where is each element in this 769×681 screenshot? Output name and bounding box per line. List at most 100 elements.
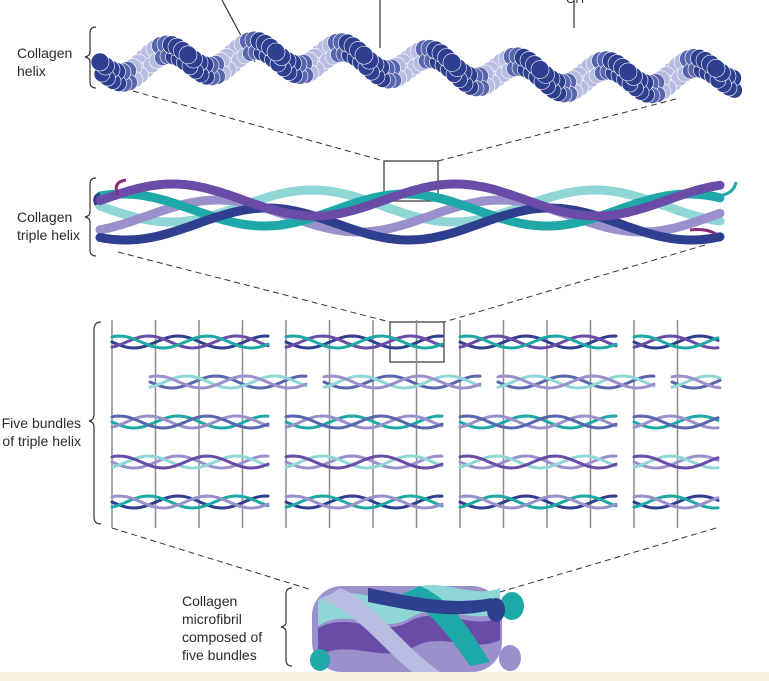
helix-sphere — [618, 62, 638, 82]
bracket-five-bundles — [88, 321, 102, 525]
bundle-strand — [284, 494, 444, 510]
bundle-strand — [284, 334, 444, 350]
five-bundles-grid — [110, 320, 722, 528]
label-five-bundles-line1: Five bundles — [1, 415, 81, 431]
collagen-microfibril — [310, 585, 524, 672]
bundle-strand — [458, 414, 618, 430]
bundle-strand — [458, 494, 618, 510]
bundle-strand — [458, 414, 618, 430]
bottom-strip — [0, 672, 769, 681]
bundle-strand — [632, 414, 720, 430]
top-partial-label: OH — [566, 0, 584, 6]
bundle-strand — [110, 414, 270, 430]
ribbon-end — [717, 181, 738, 198]
bundle-strand — [110, 494, 270, 510]
bundle-strand — [670, 374, 722, 390]
bundle-strand — [284, 414, 444, 430]
bundle-strand — [632, 494, 720, 510]
helix-sphere — [178, 45, 198, 65]
bundle-strand — [110, 494, 270, 510]
bundle-strand — [632, 414, 720, 430]
bundle-strand — [110, 414, 270, 430]
bundle-strand — [284, 334, 444, 350]
label-triple-helix-line2: triple helix — [17, 227, 81, 243]
bundle-strand — [458, 454, 618, 470]
bundle-strand — [110, 334, 270, 350]
label-collagen-helix-line1: Collagen — [17, 45, 73, 61]
bundle-strand — [458, 334, 618, 350]
bundle-strand — [284, 454, 444, 470]
label-five-bundles: Five bundles of triple helix — [2, 414, 81, 450]
bundle-strand — [632, 454, 720, 470]
collagen-triple-helix-ribbons — [93, 178, 738, 245]
bundle-strand — [632, 334, 720, 350]
bundle-strand — [632, 494, 720, 510]
bundle-strand — [284, 334, 444, 350]
bundle-strand — [496, 374, 656, 390]
bundle-strand — [632, 414, 720, 430]
bundle-strand — [632, 454, 720, 470]
bundle-strand — [284, 414, 444, 430]
helix-sphere — [706, 59, 726, 78]
label-brackets — [84, 26, 293, 667]
label-microfibril-line4: five bundles — [182, 647, 257, 663]
bundle-strand — [148, 374, 308, 390]
label-microfibril-line1: Collagen — [182, 593, 238, 609]
ribbon-end — [689, 228, 717, 236]
bundle-strand — [322, 374, 482, 390]
bundle-strand — [458, 334, 618, 350]
bundle-strand — [148, 374, 308, 390]
bundle-strand — [284, 414, 444, 430]
bundle-strand — [110, 454, 270, 470]
helix-sphere — [266, 42, 286, 62]
zoom-dashed-lines — [111, 90, 717, 593]
label-collagen-helix: Collagen helix — [17, 44, 72, 80]
collagen-helix-spheres — [90, 30, 743, 104]
triple-helix-ribbon — [95, 179, 725, 221]
helix-sphere — [354, 45, 374, 65]
bundle-strand — [458, 454, 618, 470]
triple-helix-ribbon — [95, 203, 725, 245]
helix-sphere — [530, 60, 550, 79]
triple-helix-ribbon — [95, 195, 725, 237]
helix-sphere — [442, 53, 462, 72]
bundle-strand — [284, 494, 444, 510]
bracket-helix — [84, 26, 97, 89]
bundle-strand — [458, 334, 618, 350]
label-collagen-triple-helix: Collagen triple helix — [17, 208, 80, 244]
bundle-strand — [458, 494, 618, 510]
bundle-strand — [284, 454, 444, 470]
bundle-strand — [632, 454, 720, 470]
ribbon-end — [93, 192, 101, 206]
helix-sphere — [90, 52, 110, 72]
bundle-strand — [322, 374, 482, 390]
bundle-strand — [458, 494, 618, 510]
bundle-strand — [284, 454, 444, 470]
bundle-strand — [110, 494, 270, 510]
bundle-strand — [632, 334, 720, 350]
label-five-bundles-line2: of triple helix — [2, 433, 81, 449]
bundle-strand — [284, 494, 444, 510]
label-triple-helix-line1: Collagen — [17, 209, 73, 225]
label-collagen-microfibril: Collagen microfibril composed of five bu… — [182, 592, 262, 664]
bracket-microfibril — [280, 587, 293, 667]
bracket-triple-helix — [84, 177, 97, 257]
ribbon-end — [114, 178, 127, 196]
label-collagen-helix-line2: helix — [17, 63, 46, 79]
bundle-strand — [110, 454, 270, 470]
bundle-strand — [458, 414, 618, 430]
bundle-strand — [110, 414, 270, 430]
bundle-strand — [632, 334, 720, 350]
bundle-strand — [110, 454, 270, 470]
label-microfibril-line2: microfibril — [182, 611, 242, 627]
bundle-strand — [110, 334, 270, 350]
label-microfibril-line3: composed of — [182, 629, 263, 645]
bundle-strand — [632, 494, 720, 510]
bundle-strand — [322, 374, 482, 390]
bundle-strand — [496, 374, 656, 390]
bundle-strand — [458, 454, 618, 470]
bundle-strand — [110, 334, 270, 350]
bundle-strand — [496, 374, 656, 390]
bundle-strand — [148, 374, 308, 390]
